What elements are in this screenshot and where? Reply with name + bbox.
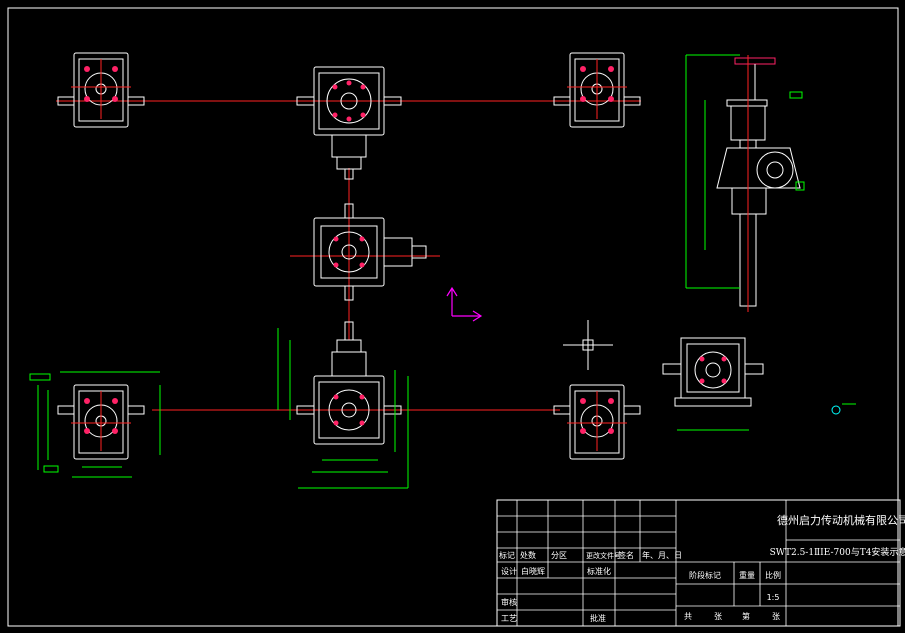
header-mark: 标记 [499, 550, 515, 560]
header-zone: 分区 [551, 551, 567, 560]
crosshair-cursor-icon [563, 320, 613, 370]
header-signature: 签名 [618, 550, 634, 560]
screw-jack-top-right [553, 52, 641, 128]
sheet-unit-1: 张 [714, 612, 722, 621]
sheet-unit-2: 张 [772, 612, 780, 621]
role-approve: 批准 [590, 613, 606, 623]
company-name: 德州启力传动机械有限公司 [777, 513, 905, 527]
gearbox-bottom-center [296, 321, 402, 445]
jack-top-view-small [662, 337, 764, 431]
role-design: 设计 [501, 566, 517, 576]
gearbox-middle [313, 203, 427, 301]
ucs-axis-icon [446, 286, 483, 322]
drawing-title: SWT2.5-1ⅡIE-700与T4安装示意图 [770, 546, 905, 558]
screw-jack-bottom-right [553, 384, 641, 460]
header-date: 年、月、日 [642, 550, 682, 560]
sheet-total-label: 共 [684, 612, 692, 621]
transmission-centerlines [56, 100, 641, 411]
screw-jack-bottom-left [57, 384, 145, 460]
scale-value: 1:5 [767, 593, 780, 602]
role-standardize: 标准化 [587, 566, 611, 576]
designer-name: 白晓辉 [521, 566, 545, 576]
screw-jack-top-left [57, 52, 145, 128]
gearbox-top-center [296, 66, 402, 180]
role-review: 审核 [501, 597, 517, 607]
title-block: 德州启力传动机械有限公司 SWT2.5-1ⅡIE-700与T4安装示意图 标记 … [496, 499, 905, 627]
scale-label: 比例 [765, 570, 781, 580]
header-count: 处数 [520, 550, 536, 560]
sheet-index-label: 第 [742, 611, 750, 621]
point-marker-icon [831, 403, 856, 415]
drawing-border [7, 7, 899, 627]
stage-mark-label: 阶段标记 [689, 570, 721, 580]
header-change-doc: 更改文件号 [586, 551, 621, 560]
dimension-lines [29, 328, 409, 489]
side-elevation-view [685, 54, 805, 312]
role-process: 工艺 [501, 614, 517, 623]
weight-label: 重量 [739, 570, 755, 580]
